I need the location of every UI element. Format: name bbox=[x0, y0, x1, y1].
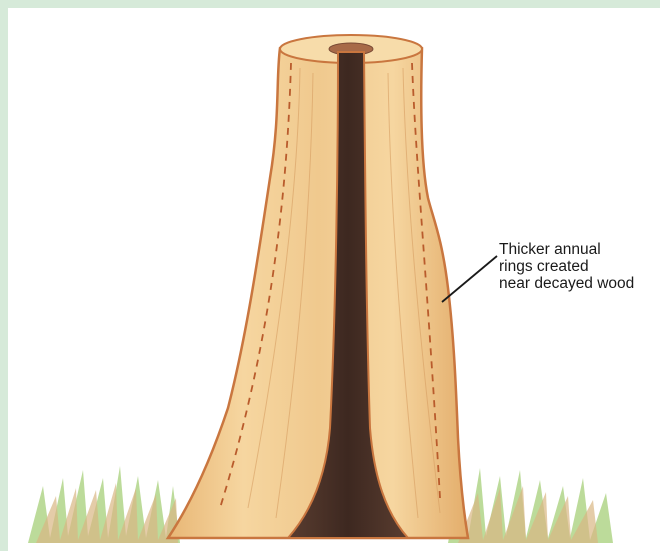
callout-label: Thicker annual rings created near decaye… bbox=[499, 241, 634, 292]
stump bbox=[168, 35, 497, 538]
callout-line-1: Thicker annual bbox=[499, 241, 634, 258]
callout-line-3: near decayed wood bbox=[499, 275, 634, 292]
callout-line-2: rings created bbox=[499, 258, 634, 275]
illustration-frame: Thicker annual rings created near decaye… bbox=[8, 8, 660, 551]
